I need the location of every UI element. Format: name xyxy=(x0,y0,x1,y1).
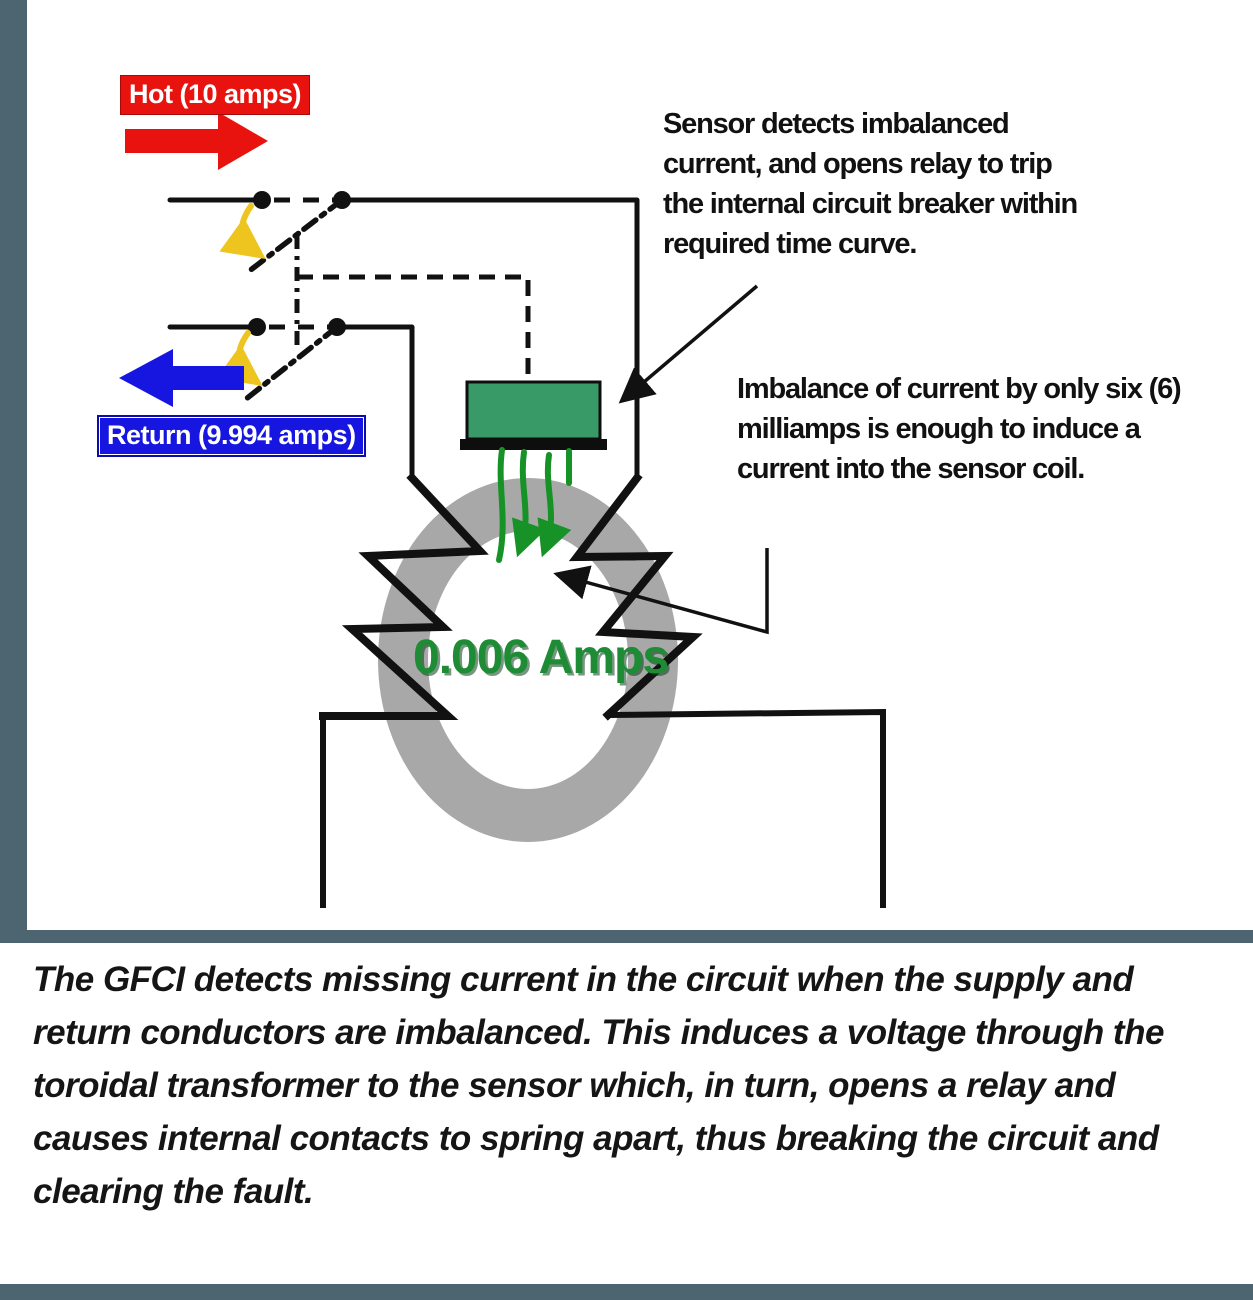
coil-arrow-2 xyxy=(512,449,546,558)
diagram-caption-separator xyxy=(0,930,1253,943)
bottom-edge-bar xyxy=(0,1284,1253,1300)
right-lead-wire xyxy=(607,708,886,908)
sensor-pointer-arrow xyxy=(618,284,759,404)
sensor-box-base xyxy=(460,439,607,450)
return-switch-blade xyxy=(243,324,340,402)
sensor-note: Sensor detects imbalanced current, and o… xyxy=(663,108,1078,260)
return-contact-dot-left xyxy=(248,318,266,336)
caption-text: The GFCI detects missing current in the … xyxy=(33,960,1164,1211)
hot-trip-arrow-icon xyxy=(219,203,266,260)
hot-contact-dot-left xyxy=(253,191,271,209)
return-trip-arrow-icon xyxy=(216,330,263,387)
hot-current-label: Hot (10 amps) xyxy=(120,75,311,116)
coil-arrow-3 xyxy=(537,452,572,558)
return-arrow-icon xyxy=(119,349,244,407)
imbalance-note: Imbalance of current by only six (6) mil… xyxy=(737,373,1182,485)
sensor-box xyxy=(465,380,602,441)
winding-left xyxy=(319,472,489,720)
coil-pointer-arrow xyxy=(553,548,769,635)
hot-arrow-icon xyxy=(125,112,268,170)
left-edge-strip xyxy=(0,0,27,930)
gfci-circuit-diagram xyxy=(119,112,886,908)
return-current-label: Return (9.994 amps) xyxy=(97,415,366,458)
relay-dashed-line xyxy=(297,274,531,380)
induced-current-value: 0.006 Amps xyxy=(413,631,669,684)
return-wire-right xyxy=(334,324,415,481)
coil-arrow-1 xyxy=(496,447,506,563)
